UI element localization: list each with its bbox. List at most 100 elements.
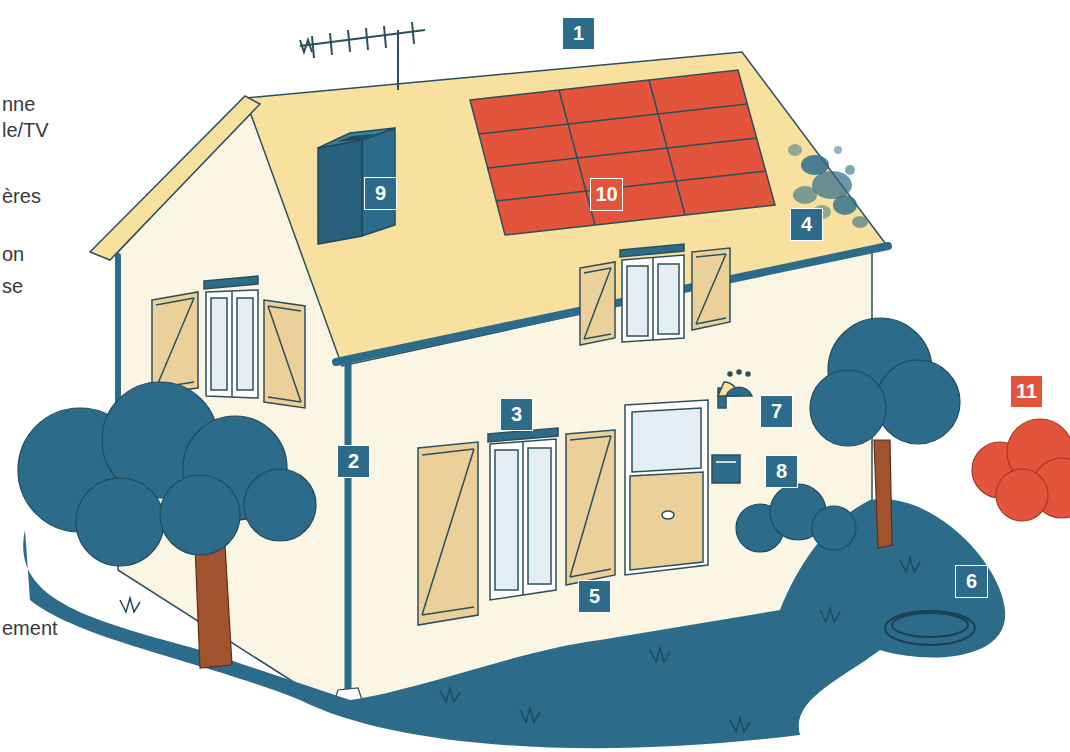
pond [885, 611, 975, 645]
french-window [422, 449, 474, 455]
upper-window [692, 248, 730, 330]
french-window [570, 436, 611, 440]
french-window [418, 428, 615, 625]
upper-window [696, 254, 726, 257]
chimney [336, 134, 375, 142]
french-window [422, 607, 474, 615]
door [630, 472, 703, 570]
callout-number: 7 [760, 395, 793, 428]
antenna [330, 33, 332, 55]
tree [876, 360, 960, 444]
tree [244, 469, 316, 541]
moss [833, 195, 857, 215]
upper-window [627, 266, 648, 336]
caption-fragment: ement [2, 616, 58, 640]
door [625, 400, 708, 575]
moss [812, 171, 852, 199]
door [625, 400, 708, 575]
solar-panels [488, 138, 757, 168]
upper-window [622, 255, 684, 342]
tree-trunk [874, 440, 892, 548]
outdoor-lamp [746, 372, 750, 376]
gutter [336, 246, 888, 362]
gable-window [211, 298, 227, 390]
pond [892, 613, 968, 637]
upper-window [652, 258, 654, 340]
gable-window [156, 298, 194, 305]
outdoor-lamp [726, 387, 752, 396]
mailbox [712, 455, 740, 483]
gable-window [156, 298, 194, 388]
caption-fragment: le/TV [2, 118, 49, 142]
outdoor-lamp [728, 372, 732, 376]
french-window [495, 450, 518, 590]
outdoor-lamp [718, 370, 752, 408]
upper-window [580, 244, 730, 345]
upper-window [584, 268, 611, 273]
grass-tuft [440, 688, 460, 702]
chimney [318, 128, 395, 148]
french-window [418, 442, 478, 625]
bush [812, 506, 856, 550]
moss [793, 186, 817, 204]
antenna [397, 30, 399, 90]
upper-window [584, 334, 611, 339]
antenna [300, 40, 312, 52]
antenna [312, 36, 314, 58]
gable-window [206, 290, 258, 398]
upper-window [696, 254, 726, 324]
french-window [566, 430, 615, 585]
callout-number: 1 [562, 17, 595, 50]
callout-number: 3 [500, 398, 533, 431]
upper-window [696, 318, 726, 324]
callout-number: 9 [364, 177, 397, 210]
callout-number: 4 [790, 208, 823, 241]
french-window [522, 442, 524, 595]
mailbox [712, 455, 740, 483]
french-window [528, 448, 551, 584]
grass-tuft [900, 558, 920, 572]
callout-number: 8 [765, 455, 798, 488]
caption-fragment: ères [2, 184, 41, 208]
french-window [570, 436, 611, 577]
callout-number: 5 [578, 580, 611, 613]
moss [788, 144, 802, 156]
french-window [490, 439, 556, 600]
gable-window [231, 291, 233, 397]
callout-number: 6 [955, 565, 988, 598]
gable-window [264, 300, 305, 408]
roof [245, 52, 888, 366]
tree [160, 475, 240, 555]
upper-window [584, 268, 611, 339]
tree [18, 318, 960, 566]
caption-fragment: se [2, 274, 23, 298]
gable-window [268, 306, 301, 311]
hedge [972, 419, 1070, 521]
upper-window [658, 264, 679, 334]
french-window [422, 449, 474, 615]
chimney [318, 140, 362, 244]
grass-tuft [120, 598, 140, 612]
antenna [348, 30, 350, 52]
tree [810, 370, 886, 446]
grass-tuft [730, 718, 750, 732]
moss [852, 216, 868, 228]
moss [845, 165, 855, 175]
gable-window [237, 298, 253, 390]
bush [736, 484, 856, 552]
pond [885, 611, 975, 645]
grass-tuft [120, 558, 920, 732]
callout-number: 2 [337, 445, 370, 478]
tree [76, 478, 164, 566]
caption-fragment: nne [2, 92, 35, 116]
callout-number: 10 [590, 178, 623, 211]
grass-tuft [520, 708, 540, 722]
solar-panels [470, 70, 775, 235]
solar-panels [479, 80, 766, 225]
door [662, 511, 674, 519]
roof [90, 96, 260, 260]
french-window [570, 569, 611, 577]
solar-panels [470, 70, 775, 235]
